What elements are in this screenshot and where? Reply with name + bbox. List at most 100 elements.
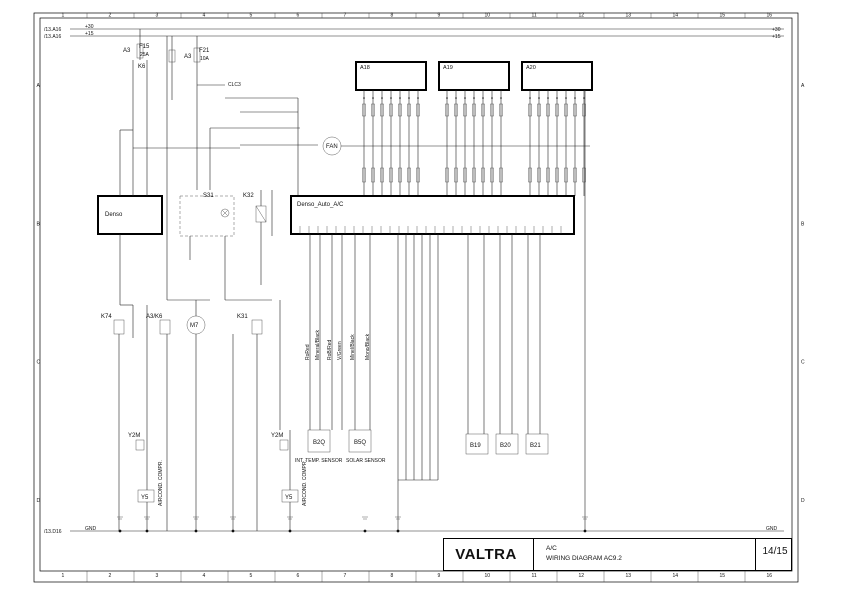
m7-label: M7: [190, 323, 199, 329]
column-label-9: 9: [438, 573, 441, 579]
k32-label: K32: [243, 193, 254, 199]
row-label-D: D: [37, 498, 41, 504]
row-label-D: D: [801, 498, 805, 504]
b20-label: B20: [500, 443, 511, 449]
clc3-label: CLC3: [228, 82, 241, 88]
k31-relay: K31: [225, 299, 281, 531]
sensors: B2Q INT. TEMP. SENSOR B5Q SOLAR SENSOR B…: [295, 429, 549, 464]
f15-rating: 25A: [140, 52, 150, 58]
a3k6-label: A3/K6: [146, 314, 163, 320]
signal-label: Mono/Black: [365, 333, 371, 360]
sheet-number: 14/15: [762, 546, 788, 557]
a18-label: A18: [360, 65, 370, 71]
denso-auto-ac-module: Denso_Auto_A/C: [290, 195, 575, 235]
a3-left-label: A3: [123, 48, 131, 54]
signal-wires: RoRed Mineral/Black RoB/Red V/Green Minel/Bl…: [305, 90, 586, 531]
f21-label: F21: [199, 48, 210, 54]
int-temp-label: INT. TEMP. SENSOR: [295, 458, 343, 464]
amplifier-modules: A18 A19 A20: [355, 61, 593, 91]
supply-rails: /13.A16 +30 /13.A16 +15 +30 +15 /13.D16 …: [44, 24, 784, 535]
b5q-label: B5Q: [354, 440, 366, 446]
column-label-14: 14: [673, 573, 679, 579]
denso-left-label: Denso: [105, 212, 123, 218]
column-label-13: 13: [626, 573, 632, 579]
column-label-8: 8: [391, 13, 394, 19]
drawing-title: WIRING DIAGRAM AC9.2: [546, 555, 622, 562]
rail-top1-right: +30: [772, 27, 781, 33]
column-ruler: 1122334455667788991010111112121313141415…: [62, 13, 773, 582]
compressor-left: Y2M Y5 AIRCOND. COMPR.: [128, 430, 164, 531]
y2m-right-label: Y2M: [271, 433, 283, 439]
row-label-A: A: [37, 83, 41, 89]
column-label-14: 14: [673, 13, 679, 19]
column-label-5: 5: [250, 13, 253, 19]
title-block: [443, 538, 792, 571]
b21-label: B21: [530, 443, 541, 449]
rail-top2-mid: +15: [85, 31, 94, 37]
rail-top1-mid: +30: [85, 24, 94, 30]
column-label-12: 12: [579, 573, 585, 579]
f15-label: F15: [139, 44, 150, 50]
column-label-1: 1: [62, 573, 65, 579]
s31-switch: S31: [179, 193, 235, 300]
column-label-10: 10: [485, 573, 491, 579]
column-label-5: 5: [250, 573, 253, 579]
rail-gnd-right: GND: [766, 526, 778, 532]
column-label-13: 13: [626, 13, 632, 19]
k74-label: K74: [101, 314, 112, 320]
k74-relay: K74: [101, 304, 148, 531]
column-label-16: 16: [767, 573, 773, 579]
denso-main-label: Denso_Auto_A/C: [297, 202, 344, 208]
denso-main-pins: [299, 226, 562, 234]
column-label-1: 1: [62, 13, 65, 19]
valtra-logo: VALTRA: [455, 545, 517, 563]
column-label-4: 4: [203, 573, 206, 579]
b20-box: [495, 433, 519, 455]
y5-right-label: Y5: [285, 495, 293, 501]
column-label-3: 3: [156, 13, 159, 19]
signal-label: V/Green: [337, 341, 343, 360]
column-label-6: 6: [297, 573, 300, 579]
signal-label: RoRed: [305, 344, 311, 360]
column-label-8: 8: [391, 573, 394, 579]
a19-box: [438, 61, 510, 91]
a3k6-relay: A3/K6: [146, 299, 210, 531]
b2q-label: B2Q: [313, 440, 325, 446]
b2q-box: [307, 429, 331, 453]
column-label-11: 11: [532, 13, 537, 19]
title-block-title-cell: [534, 539, 756, 570]
k32-relay: K32: [243, 190, 273, 285]
y5-left-label: Y5: [141, 495, 149, 501]
column-label-9: 9: [438, 13, 441, 19]
aircond-right-label: AIRCOND. COMPR.: [302, 460, 308, 506]
compressor-right: Y2M Y5 AIRCOND. COMPR.: [271, 430, 308, 531]
column-label-7: 7: [344, 13, 347, 19]
fan-motor: FAN: [297, 98, 590, 196]
fuse-group-right: A3 F21 10A CLC3: [133, 36, 318, 190]
denso-left-module: Denso: [97, 190, 163, 305]
column-label-15: 15: [720, 13, 726, 19]
f21-rating: 10A: [200, 56, 210, 62]
row-label-C: C: [801, 360, 805, 366]
k6-label: K6: [138, 64, 146, 70]
b19-box: [465, 433, 489, 455]
rail-top1-left: /13.A16: [44, 27, 61, 33]
row-label-B: B: [801, 221, 805, 227]
signal-label: Mineral/Black: [315, 329, 321, 360]
a19-label: A19: [443, 65, 453, 71]
signal-label: RoB/Red: [327, 339, 333, 360]
fan-label: FAN: [326, 144, 338, 150]
column-label-15: 15: [720, 573, 726, 579]
y2m-left-label: Y2M: [128, 433, 140, 439]
column-label-3: 3: [156, 573, 159, 579]
a20-box: [521, 61, 593, 91]
outer-frame: [33, 12, 799, 583]
signal-label: Minel/Black: [350, 334, 356, 360]
m7-motor: M7: [186, 300, 206, 531]
b5q-box: [348, 429, 372, 453]
fuse-group-left: A3 F15 25A K6: [119, 29, 176, 300]
row-label-A: A: [801, 83, 805, 89]
drawing-subtitle: A/C: [546, 545, 557, 552]
